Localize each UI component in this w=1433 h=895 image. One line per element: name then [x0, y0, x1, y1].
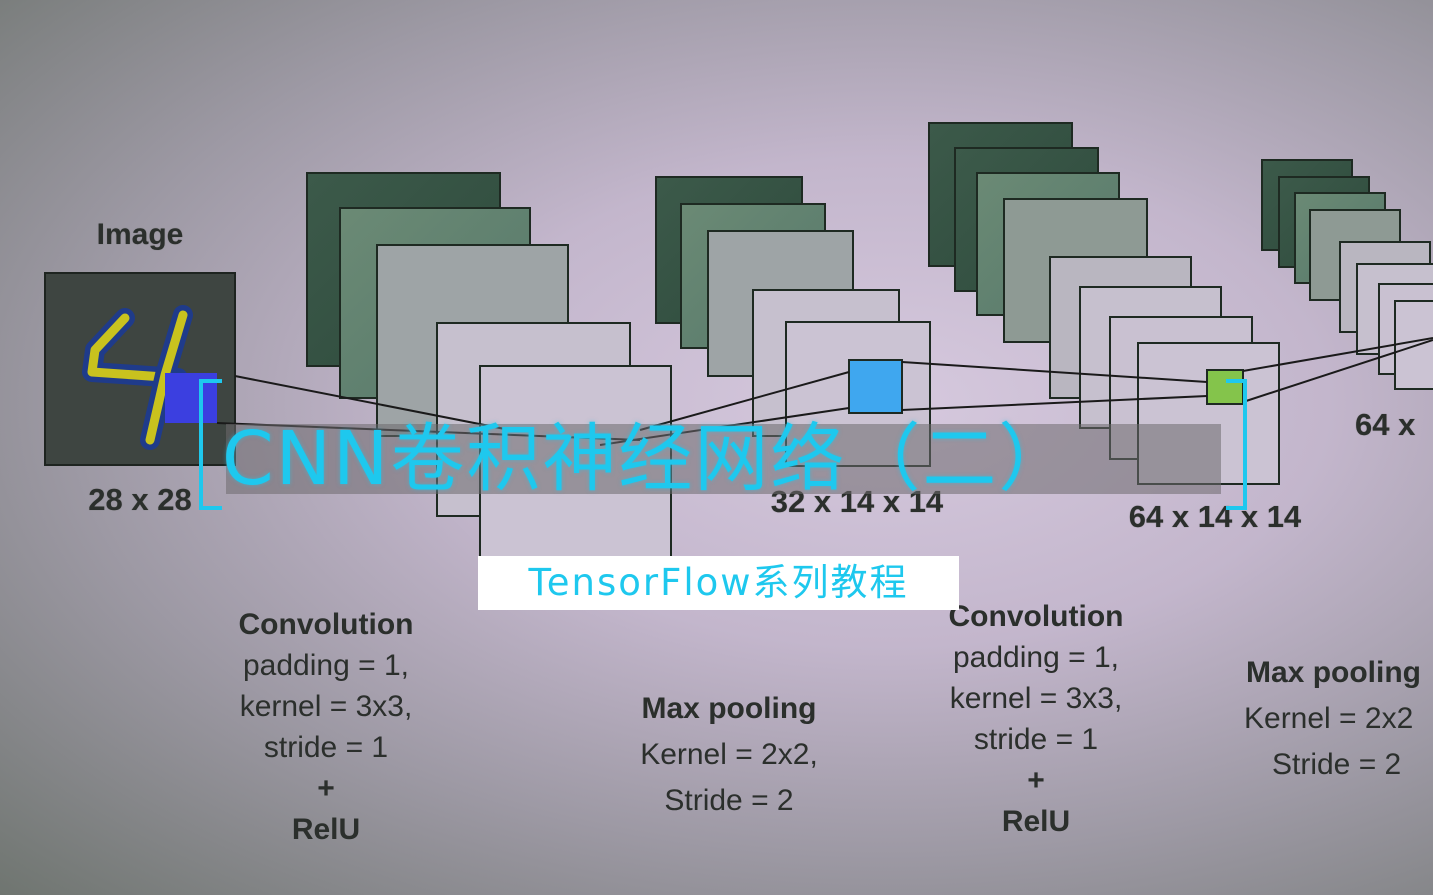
stage-line: padding = 1,: [243, 649, 409, 682]
stage-line: stride = 1: [263, 731, 389, 764]
stage-line: stride = 1: [973, 723, 1099, 756]
stage-heading: Max pooling: [641, 692, 817, 725]
stage-conv1: Convolution padding = 1, kernel = 3x3, s…: [205, 604, 447, 850]
image-title: Image: [96, 218, 184, 251]
dim-label-pool2: 64 x: [1355, 407, 1416, 442]
stage-heading: Convolution: [948, 600, 1124, 633]
stage-line: Stride = 2: [664, 784, 794, 817]
dim-label-input: 28 x 28: [88, 482, 192, 517]
stage-pool1: Max pooling Kernel = 2x2, Stride = 2: [608, 686, 850, 824]
stage-line: RelU: [1001, 805, 1071, 838]
stage-heading: Max pooling: [1246, 656, 1421, 689]
conv2-kernel-highlight: [1206, 369, 1244, 405]
stage-heading: Convolution: [238, 608, 414, 641]
pool1-kernel-highlight: [848, 359, 903, 414]
stage-line: +: [317, 772, 335, 805]
conv2-feature-maps: [928, 122, 1280, 485]
stage-line: padding = 1,: [953, 641, 1119, 674]
video-title: CNN卷积神经网络（二）: [222, 416, 1075, 502]
stage-line: Stride = 2: [1272, 748, 1402, 781]
title-banner: [226, 424, 1221, 494]
stage-line: RelU: [291, 813, 361, 846]
pool2-feature-maps: [1261, 159, 1433, 390]
conv1-feature-maps: [306, 172, 672, 562]
input-image: [44, 272, 236, 466]
stage-line: kernel = 3x3,: [949, 682, 1123, 715]
stage-line: kernel = 3x3,: [239, 690, 413, 723]
dim-label-conv2: 64 x 14 x 14: [1128, 499, 1302, 534]
stage-line: +: [1027, 764, 1045, 797]
stage-conv2: Convolution padding = 1, kernel = 3x3, s…: [915, 596, 1157, 842]
video-subtitle: TensorFlow系列教程: [478, 556, 959, 610]
stage-pool2: Max pooling Kernel = 2x2 Stride = 2: [1224, 650, 1433, 788]
stage-line: Kernel = 2x2: [1244, 702, 1414, 735]
stage-line: Kernel = 2x2,: [640, 738, 818, 771]
